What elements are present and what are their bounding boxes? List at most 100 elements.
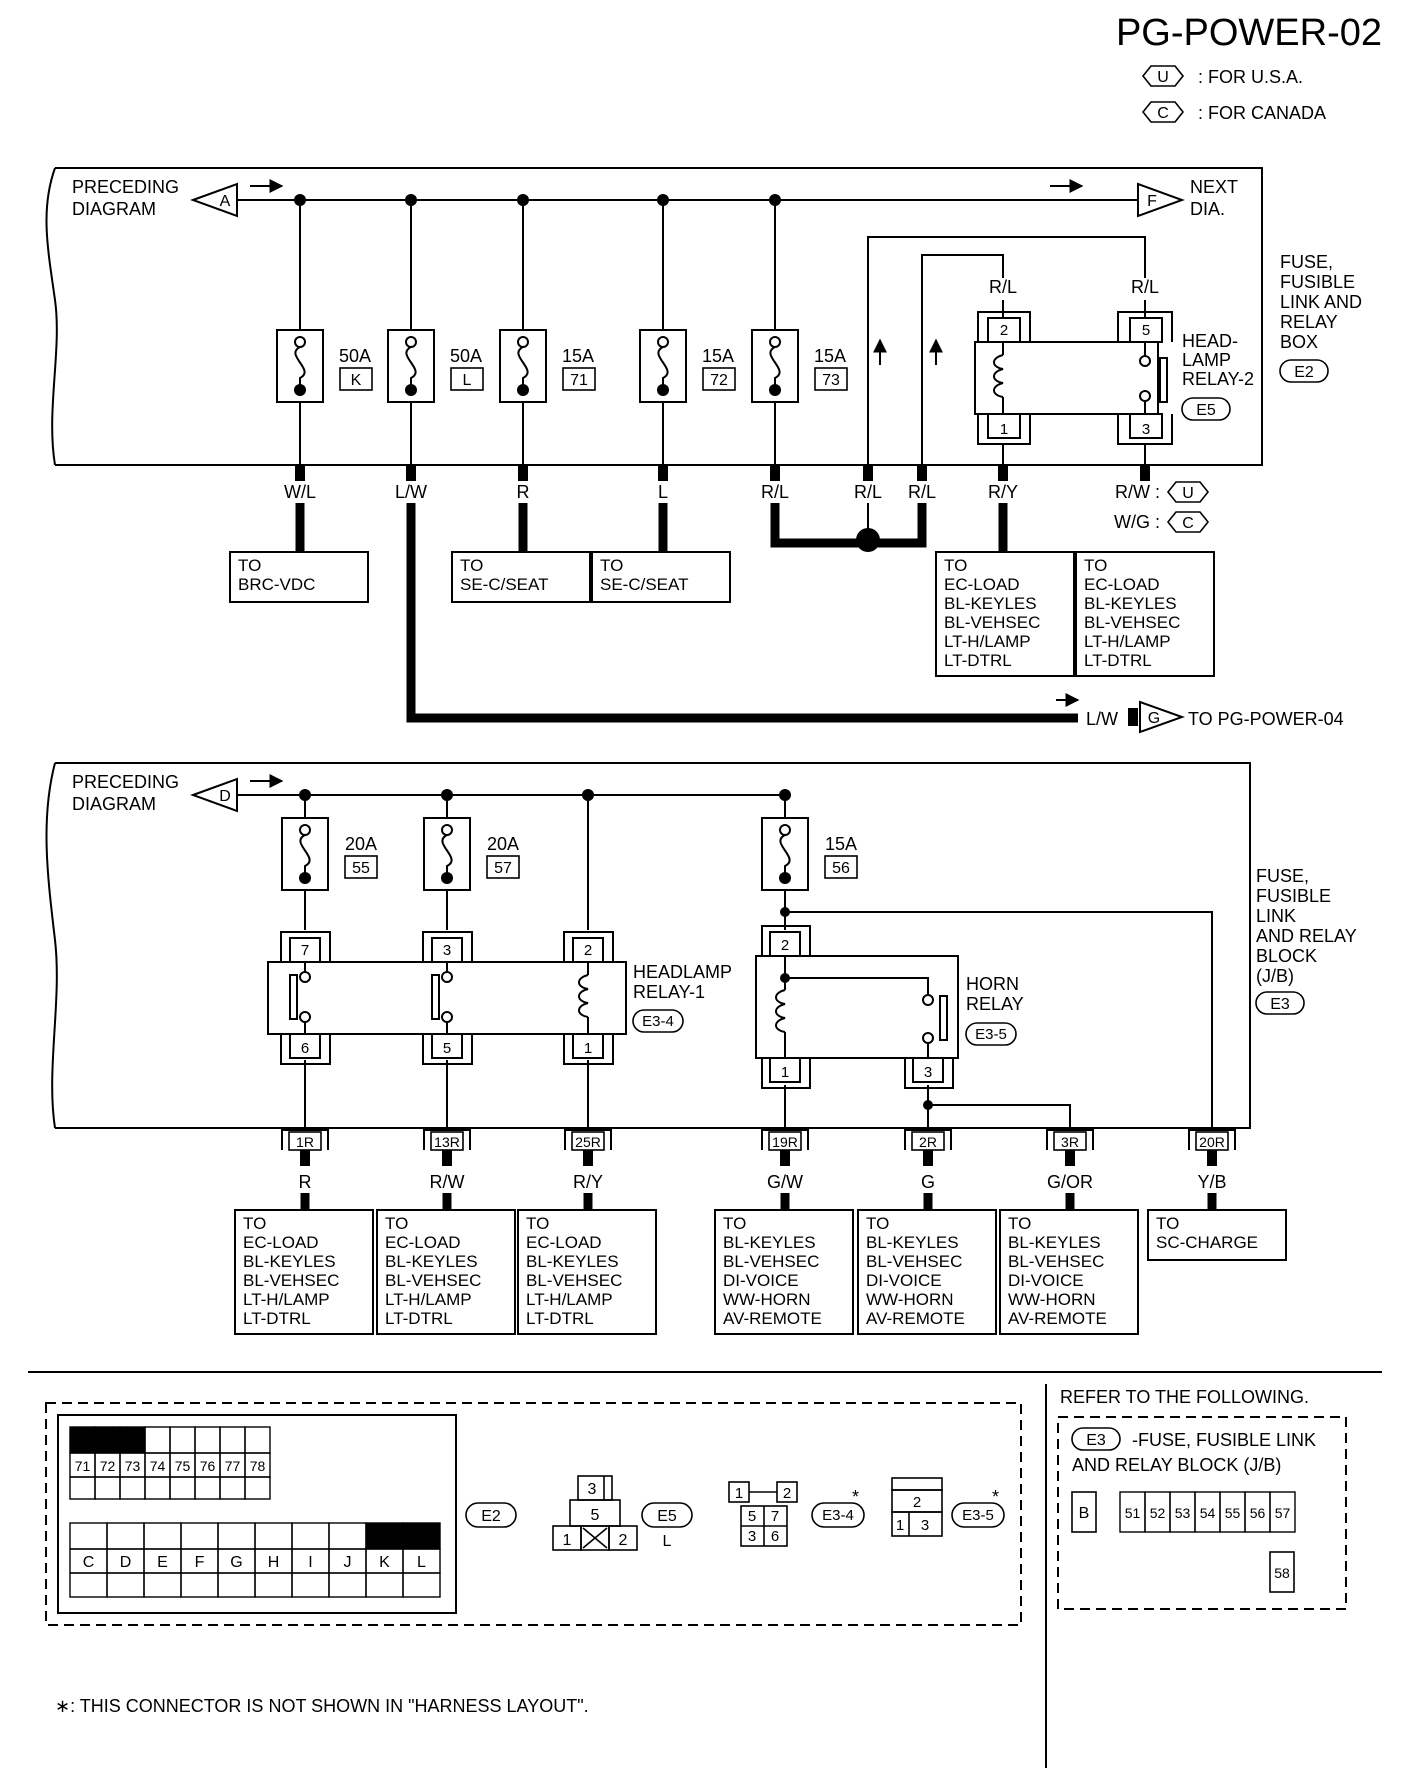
e3-4-cell-7: 7 [771,1508,779,1525]
top-fuse-amp-4: 15A [814,346,846,366]
svg-text:RELAY: RELAY [1280,312,1338,332]
bottom-destination-box [1147,1209,1287,1261]
svg-text:FUSIBLE: FUSIBLE [1256,886,1331,906]
bottom-block-name: FUSE, FUSIBLE LINK AND RELAY BLOCK (J/B)… [1255,866,1357,1015]
bottom-in-connector: D [190,777,238,813]
relay2-pin-3: 3 [1142,421,1150,438]
top-fuse-id-3: 72 [710,372,728,389]
top-destination-text: BL-KEYLES [1084,594,1177,613]
bottom-destination-text: BL-VEHSEC [723,1252,819,1271]
e3-5-cell-3: 3 [921,1517,929,1534]
page-title: PG-POWER-02 [1116,12,1382,54]
svg-text:HORN: HORN [966,974,1019,994]
bottom-destination-text: EC-LOAD [526,1233,602,1252]
bottom-destination-text: BL-VEHSEC [526,1271,622,1290]
e2-bottom-cell: C [83,1554,95,1571]
refer-text-1: -FUSE, FUSIBLE LINK [1132,1430,1316,1450]
refer-heading: REFER TO THE FOLLOWING. [1060,1387,1309,1407]
bottom-destination-box [714,1209,854,1335]
footnote: ∗: THIS CONNECTOR IS NOT SHOWN IN "HARNE… [55,1696,589,1716]
svg-text:E2: E2 [481,1508,501,1525]
bottom-wire-label: R/W [430,1172,465,1192]
top-exit-stubs [295,465,1150,481]
top-fuse-0 [276,329,324,403]
relay1-pin-5: 5 [443,1040,451,1057]
horn-pin-3: 3 [924,1064,932,1081]
svg-text:E3-4: E3-4 [822,1507,854,1524]
svg-text:RELAY-2: RELAY-2 [1182,369,1254,389]
e3-5-cell-2: 2 [913,1494,921,1511]
top-destination-box [451,551,591,603]
e3-4-cell-1: 1 [735,1485,743,1502]
bottom-destination-text: BL-KEYLES [723,1233,816,1252]
e5-cell-5: 5 [591,1507,600,1524]
bus-junction-dot [294,194,306,206]
relay1-pin-7: 7 [301,942,309,959]
svg-text:A: A [220,193,231,210]
svg-text:DIA.: DIA. [1190,199,1225,219]
wire-label-rl-3: R/L [908,482,936,502]
refer-cell: 55 [1225,1505,1241,1521]
top-fuse-id-1: L [463,372,472,389]
e2-label: E2 [465,1502,517,1528]
refer-b-cell [1071,1491,1097,1533]
top-destination-text: LT-H/LAMP [944,632,1031,651]
svg-text:LINK: LINK [1256,906,1296,926]
bottom-destination-text: TO [866,1214,889,1233]
top-next-label: NEXT [1190,177,1238,197]
svg-text:G: G [1148,710,1160,727]
svg-text:HEADLAMP: HEADLAMP [633,962,732,982]
legend-usa: U : FOR U.S.A. [1141,65,1303,87]
wire-label-r: R [517,482,530,502]
top-destination-text: TO [944,556,967,575]
svg-text:: FOR U.S.A.: : FOR U.S.A. [1198,67,1303,87]
bottom-destination-box [857,1209,997,1335]
svg-text:E2: E2 [1294,364,1314,381]
refer-cell: 54 [1200,1505,1216,1521]
top-thick-wires [295,503,1078,723]
terminal-label: 3R [1061,1134,1079,1150]
top-destination-text: LT-DTRL [944,651,1012,670]
top-next-connector: F [1137,182,1185,218]
bottom-destination-text: TO [723,1214,746,1233]
wire-label-rw: R/W : [1115,482,1160,502]
headlamp-relay-2 [974,300,1173,445]
top-fuse-3 [639,329,687,403]
top-destination-text: TO [460,556,483,575]
top-fuse-amp-3: 15A [702,346,734,366]
bus-junction-dot [517,194,529,206]
terminal-label: 20R [1199,1134,1225,1150]
e2-bottom-cell: H [268,1554,280,1571]
bottom-wire-label: R/Y [573,1172,603,1192]
bottom-destination-text: TO [385,1214,408,1233]
e2-bottom-cell: L [417,1554,426,1571]
top-destination-box [229,551,369,603]
top-fuse-amp-0: 50A [339,346,371,366]
e2-bottom-cell: F [195,1554,205,1571]
top-destination-text: TO [600,556,623,575]
bottom-fuse-id-0: 55 [352,860,370,877]
svg-text:U: U [1157,69,1169,86]
junction-dot [780,907,790,917]
bottom-destination-text: BL-KEYLES [243,1252,336,1271]
relay1-pin-2: 2 [584,942,592,959]
bottom-destination-box [376,1209,516,1335]
terminal-label: 1R [296,1134,314,1150]
bottom-destination-text: DI-VOICE [1008,1271,1084,1290]
svg-text:C: C [1157,105,1169,122]
bottom-destination-text: BL-KEYLES [866,1233,959,1252]
e5-connector-view [552,1475,638,1551]
refer-cell: 56 [1250,1505,1266,1521]
top-destination-text: EC-LOAD [1084,575,1160,594]
lw-out-connector: G [1139,700,1185,734]
bottom-fuse-amp-1: 20A [487,834,519,854]
bottom-destination-text: TO [243,1214,266,1233]
top-fuse-4 [751,329,799,403]
bottom-wire-label: G/OR [1047,1172,1093,1192]
svg-text:LINK AND: LINK AND [1280,292,1362,312]
top-destination-text: TO [1084,556,1107,575]
refer-cell: 53 [1175,1505,1191,1521]
